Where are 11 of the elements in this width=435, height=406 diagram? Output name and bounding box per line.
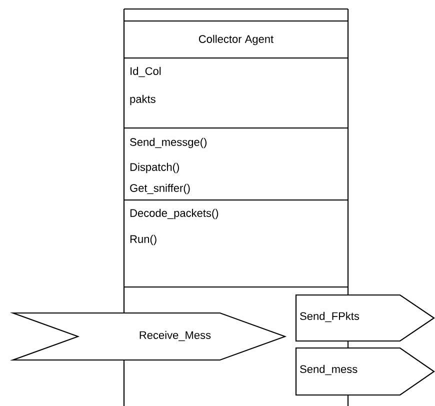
method: Send_messge() <box>130 138 206 148</box>
send-signal: Send_mess <box>295 347 435 396</box>
attribute: Id_Col <box>130 66 161 78</box>
receive-signal: Receive_Mess <box>10 312 287 361</box>
send-signal: Send_FPkts <box>295 294 435 342</box>
method: Get_sniffer() <box>130 184 190 194</box>
class-name: Collector Agent <box>198 34 274 46</box>
method: Dispatch() <box>130 162 179 174</box>
method: Decode_packets() <box>130 208 218 220</box>
method: Run() <box>130 234 156 246</box>
attribute: pakts <box>130 94 156 106</box>
